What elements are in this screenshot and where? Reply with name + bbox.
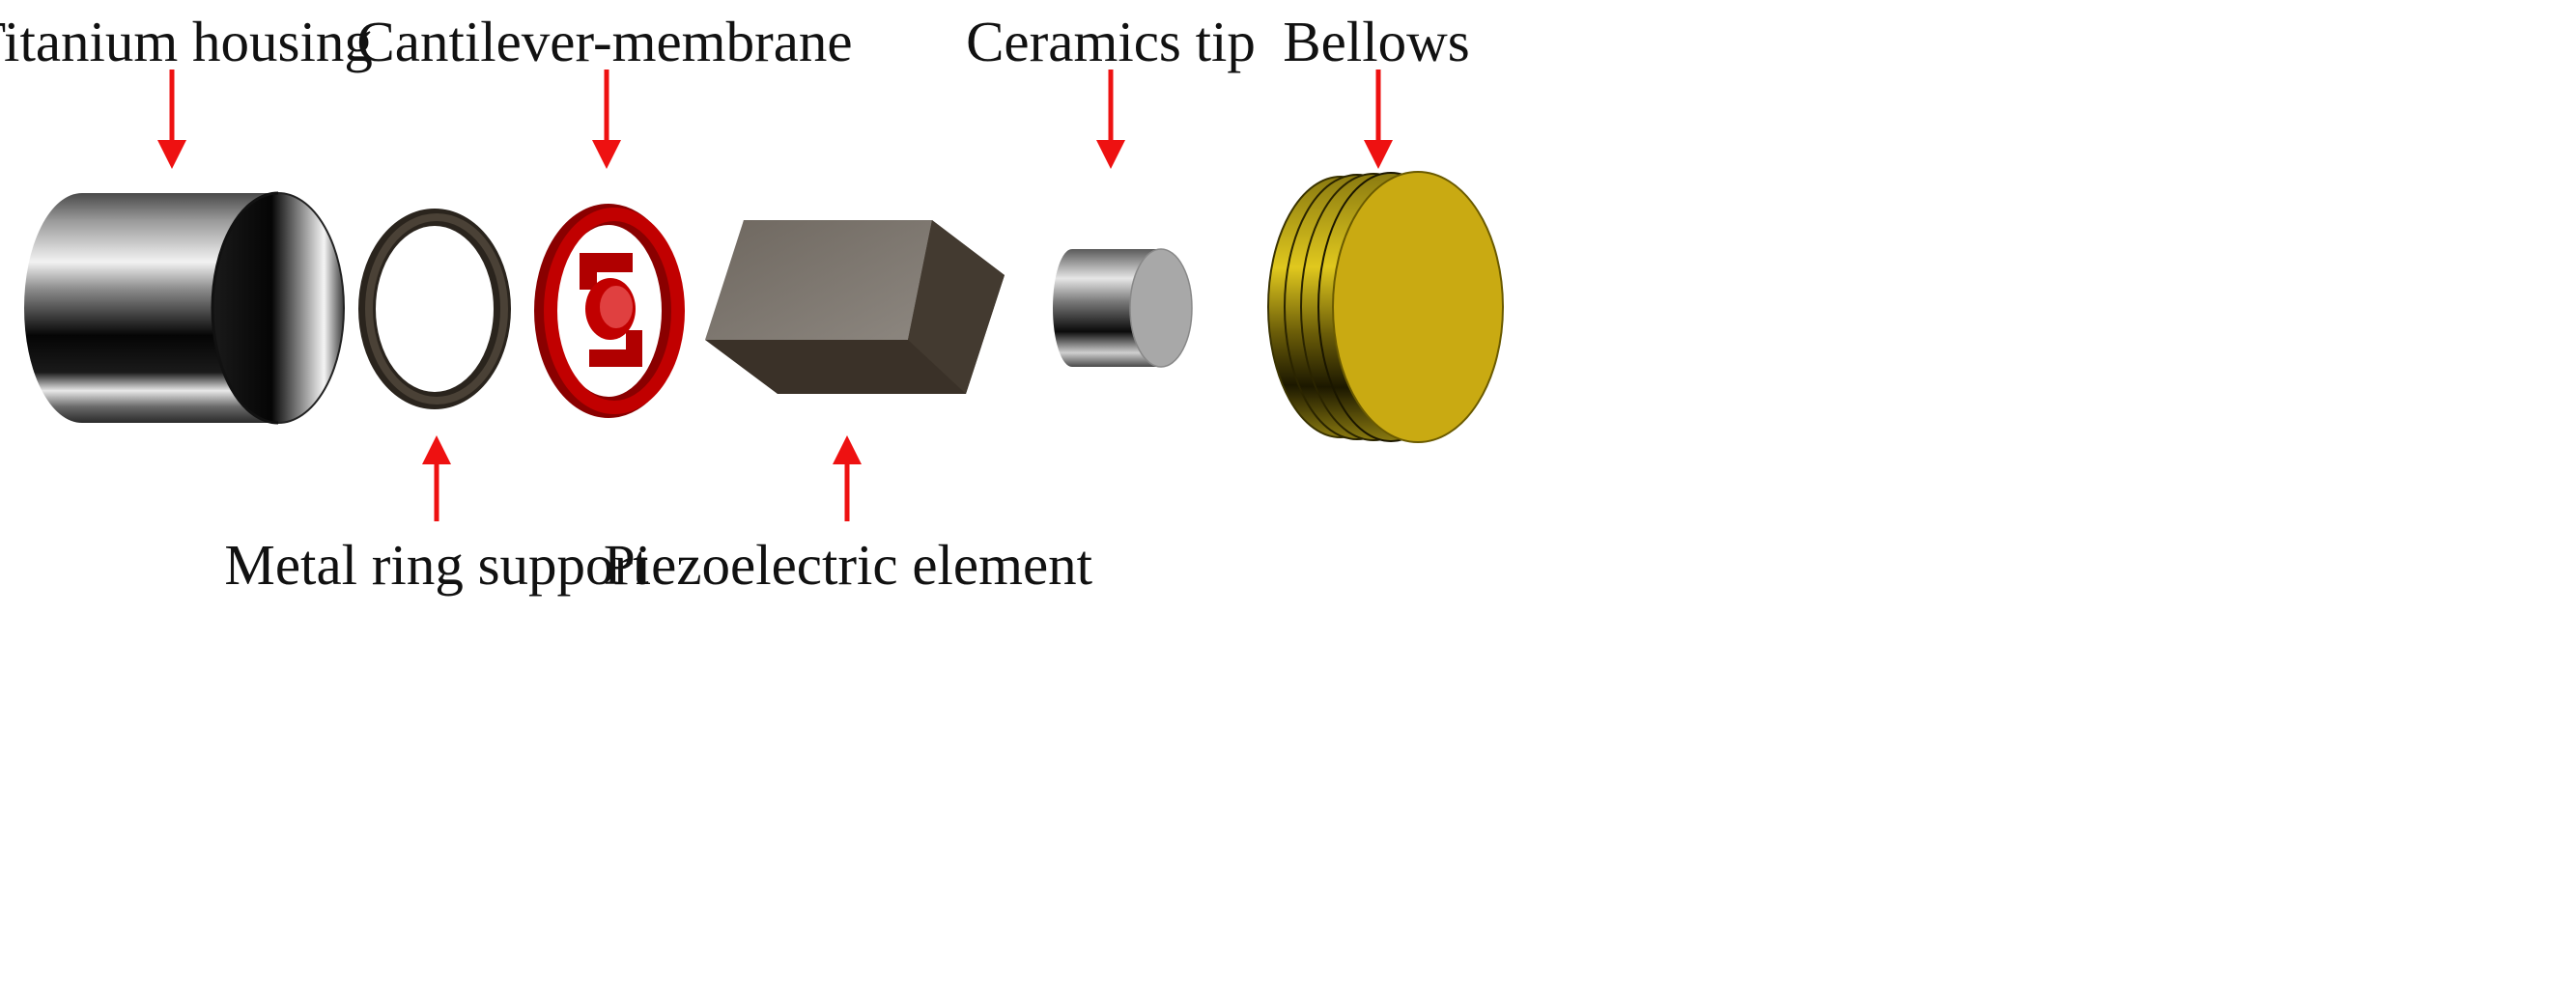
label-titanium-housing: Titanium housing: [0, 10, 373, 73]
titanium-housing: [24, 191, 345, 425]
label-ceramics-tip: Ceramics tip: [966, 10, 1256, 73]
piezoelectric-element: [705, 220, 1005, 394]
metal-ring-support: [358, 209, 511, 409]
label-bellows: Bellows: [1283, 10, 1470, 73]
label-cantilever-membrane: Cantilever-membrane: [356, 10, 853, 73]
label-metal-ring-support: Metal ring support: [224, 533, 649, 597]
cantilever-membrane: [534, 204, 685, 418]
bellows: [1267, 171, 1504, 443]
arrows: [157, 70, 1393, 521]
ceramics-tip: [1053, 248, 1193, 368]
label-piezoelectric-element: Piezoelectric element: [603, 533, 1093, 597]
